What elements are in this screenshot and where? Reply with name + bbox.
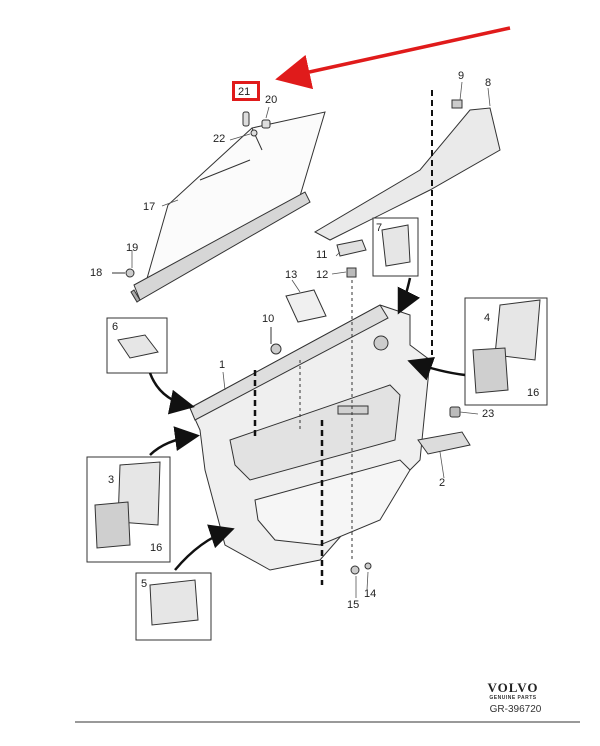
inset-7 <box>372 217 419 277</box>
callout-5: 5 <box>141 578 148 590</box>
callout-4: 4 <box>484 312 491 324</box>
callout-2: 2 <box>439 477 446 489</box>
callout-9: 9 <box>458 70 465 82</box>
leader-arrows <box>148 277 466 571</box>
screw-18 <box>112 268 135 278</box>
callout-15: 15 <box>347 599 360 611</box>
callout-14: 14 <box>364 588 377 600</box>
inset-3-16 <box>86 456 171 563</box>
leader-lines <box>131 81 491 598</box>
part-11 <box>336 239 367 257</box>
door-handle <box>417 431 471 455</box>
inset-4-16 <box>464 297 548 406</box>
part-13 <box>285 289 327 323</box>
screw-10 <box>270 327 282 355</box>
callout-3: 3 <box>108 474 115 486</box>
callout-16a: 16 <box>527 387 540 399</box>
callout-7: 7 <box>376 222 383 234</box>
inset-6 <box>106 317 168 374</box>
callout-23: 23 <box>482 408 495 420</box>
callout-12: 12 <box>316 269 329 281</box>
upper-trim-strip <box>313 90 501 355</box>
callout-6: 6 <box>112 321 119 333</box>
callout-21: 21 <box>238 86 251 98</box>
callout-13: 13 <box>285 269 298 281</box>
part-23 <box>449 406 461 418</box>
callout-20: 20 <box>265 94 278 106</box>
part-12 <box>346 267 357 278</box>
highlight-box <box>232 81 260 101</box>
screw-14-15 <box>350 562 372 575</box>
drawing-number: GR-396720 <box>489 704 542 715</box>
callout-10: 10 <box>262 313 275 325</box>
callout-11: 11 <box>316 249 328 261</box>
highlight-arrow <box>275 26 511 90</box>
inset-5 <box>135 572 212 641</box>
callout-16b: 16 <box>150 542 163 554</box>
brand-subtitle: GENUINE PARTS <box>489 695 537 701</box>
callout-18: 18 <box>90 267 103 279</box>
callout-19: 19 <box>126 242 139 254</box>
callout-17: 17 <box>143 201 156 213</box>
callout-1: 1 <box>219 359 226 371</box>
door-panel <box>189 280 431 585</box>
clip-parts <box>242 111 271 137</box>
callout-22: 22 <box>213 133 226 145</box>
callout-8: 8 <box>485 77 492 89</box>
volvo-logo: VOLVO <box>487 680 539 695</box>
sunshade-assembly <box>130 111 326 303</box>
